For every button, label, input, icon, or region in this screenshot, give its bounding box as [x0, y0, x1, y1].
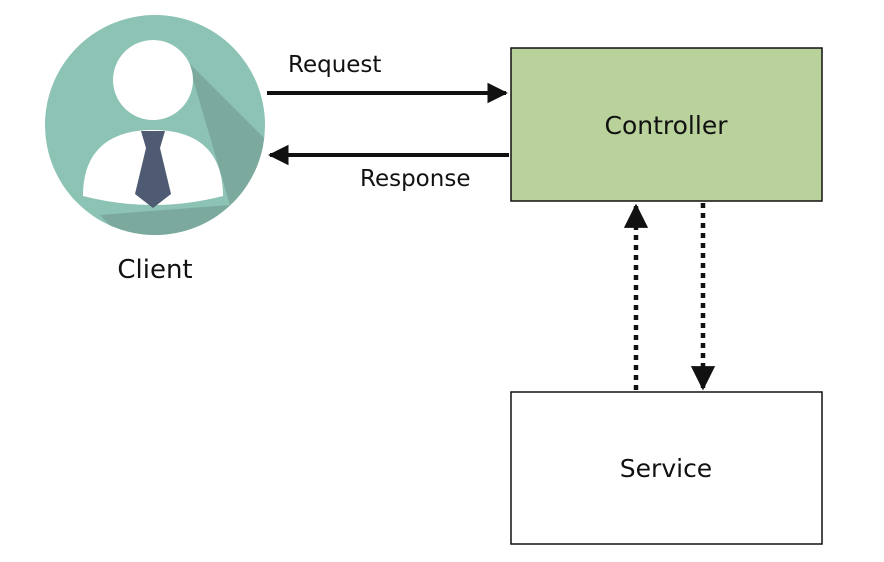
controller-label: Controller: [605, 111, 729, 140]
response-edge: Response: [267, 144, 509, 192]
user-avatar-icon: [45, 15, 265, 235]
avatar-shadow: [100, 62, 265, 235]
request-edge: Request: [267, 52, 509, 104]
client-label: Client: [117, 255, 192, 285]
controller-node: Controller: [510, 47, 823, 202]
request-label: Request: [288, 52, 381, 78]
controller-service-edges: [623, 203, 716, 391]
avatar-head: [113, 40, 193, 120]
service-label: Service: [620, 454, 712, 483]
service-box: [510, 391, 823, 545]
service-node: Service: [510, 391, 823, 545]
controller-box: [510, 47, 823, 202]
client-node: Client: [45, 15, 265, 285]
avatar-tie: [135, 131, 171, 208]
response-label: Response: [360, 166, 470, 192]
